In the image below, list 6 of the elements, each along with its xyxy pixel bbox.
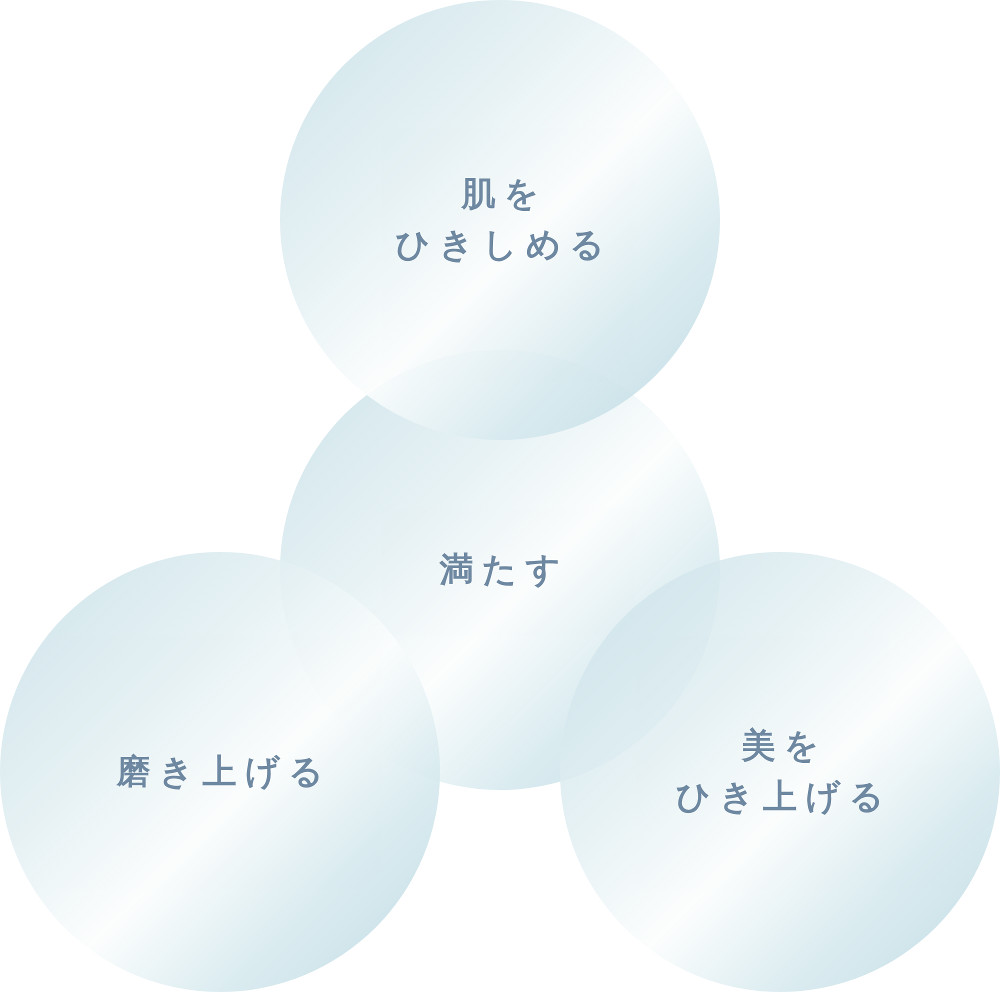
circle-label: ひきしめる bbox=[394, 225, 613, 266]
circle-label: ひき上げる bbox=[675, 777, 892, 818]
circle-label: 磨き上げる bbox=[115, 752, 332, 792]
circle-label: 肌を bbox=[460, 174, 548, 215]
circle-label: 美を bbox=[740, 726, 828, 767]
circle-label: 満たす bbox=[438, 550, 569, 590]
